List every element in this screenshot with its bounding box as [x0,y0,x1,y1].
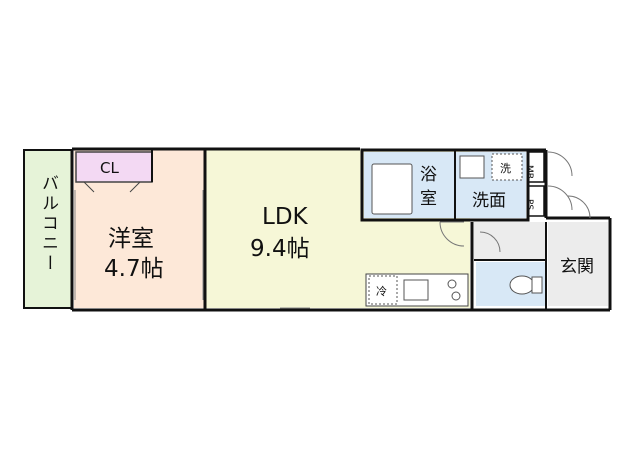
stove-burner-icon [447,279,457,289]
washer-label: 洗 [500,162,511,175]
western-room-name: 洋室 [108,226,154,252]
ldk-size: 9.4帖 [250,236,310,262]
fridge [368,275,398,305]
hallway [474,222,546,260]
balcony [23,149,73,309]
walls [70,147,612,312]
bath-label-1: 浴 [420,165,437,185]
window-marks [74,190,310,309]
stove-burner-icon [451,291,461,301]
entrance-label: 玄関 [560,257,594,277]
kitchen-sink-icon [403,279,429,301]
bath-label-2: 室 [420,189,437,209]
balcony-label: バルコニー [38,174,58,274]
ldk-name: LDK [262,204,309,230]
closet [75,151,153,183]
washroom-label: 洗面 [472,191,506,211]
washbasin-icon [459,155,485,179]
western-room-size: 4.7帖 [104,256,164,282]
door-swings [439,151,591,253]
washer [491,153,523,181]
bathtub-icon [371,163,413,215]
fridge-label: 冷 [376,285,387,298]
entrance [548,222,608,306]
toilet-tank-icon [531,276,543,294]
toilet-icon [509,275,535,295]
closet-label: CL [100,159,119,177]
